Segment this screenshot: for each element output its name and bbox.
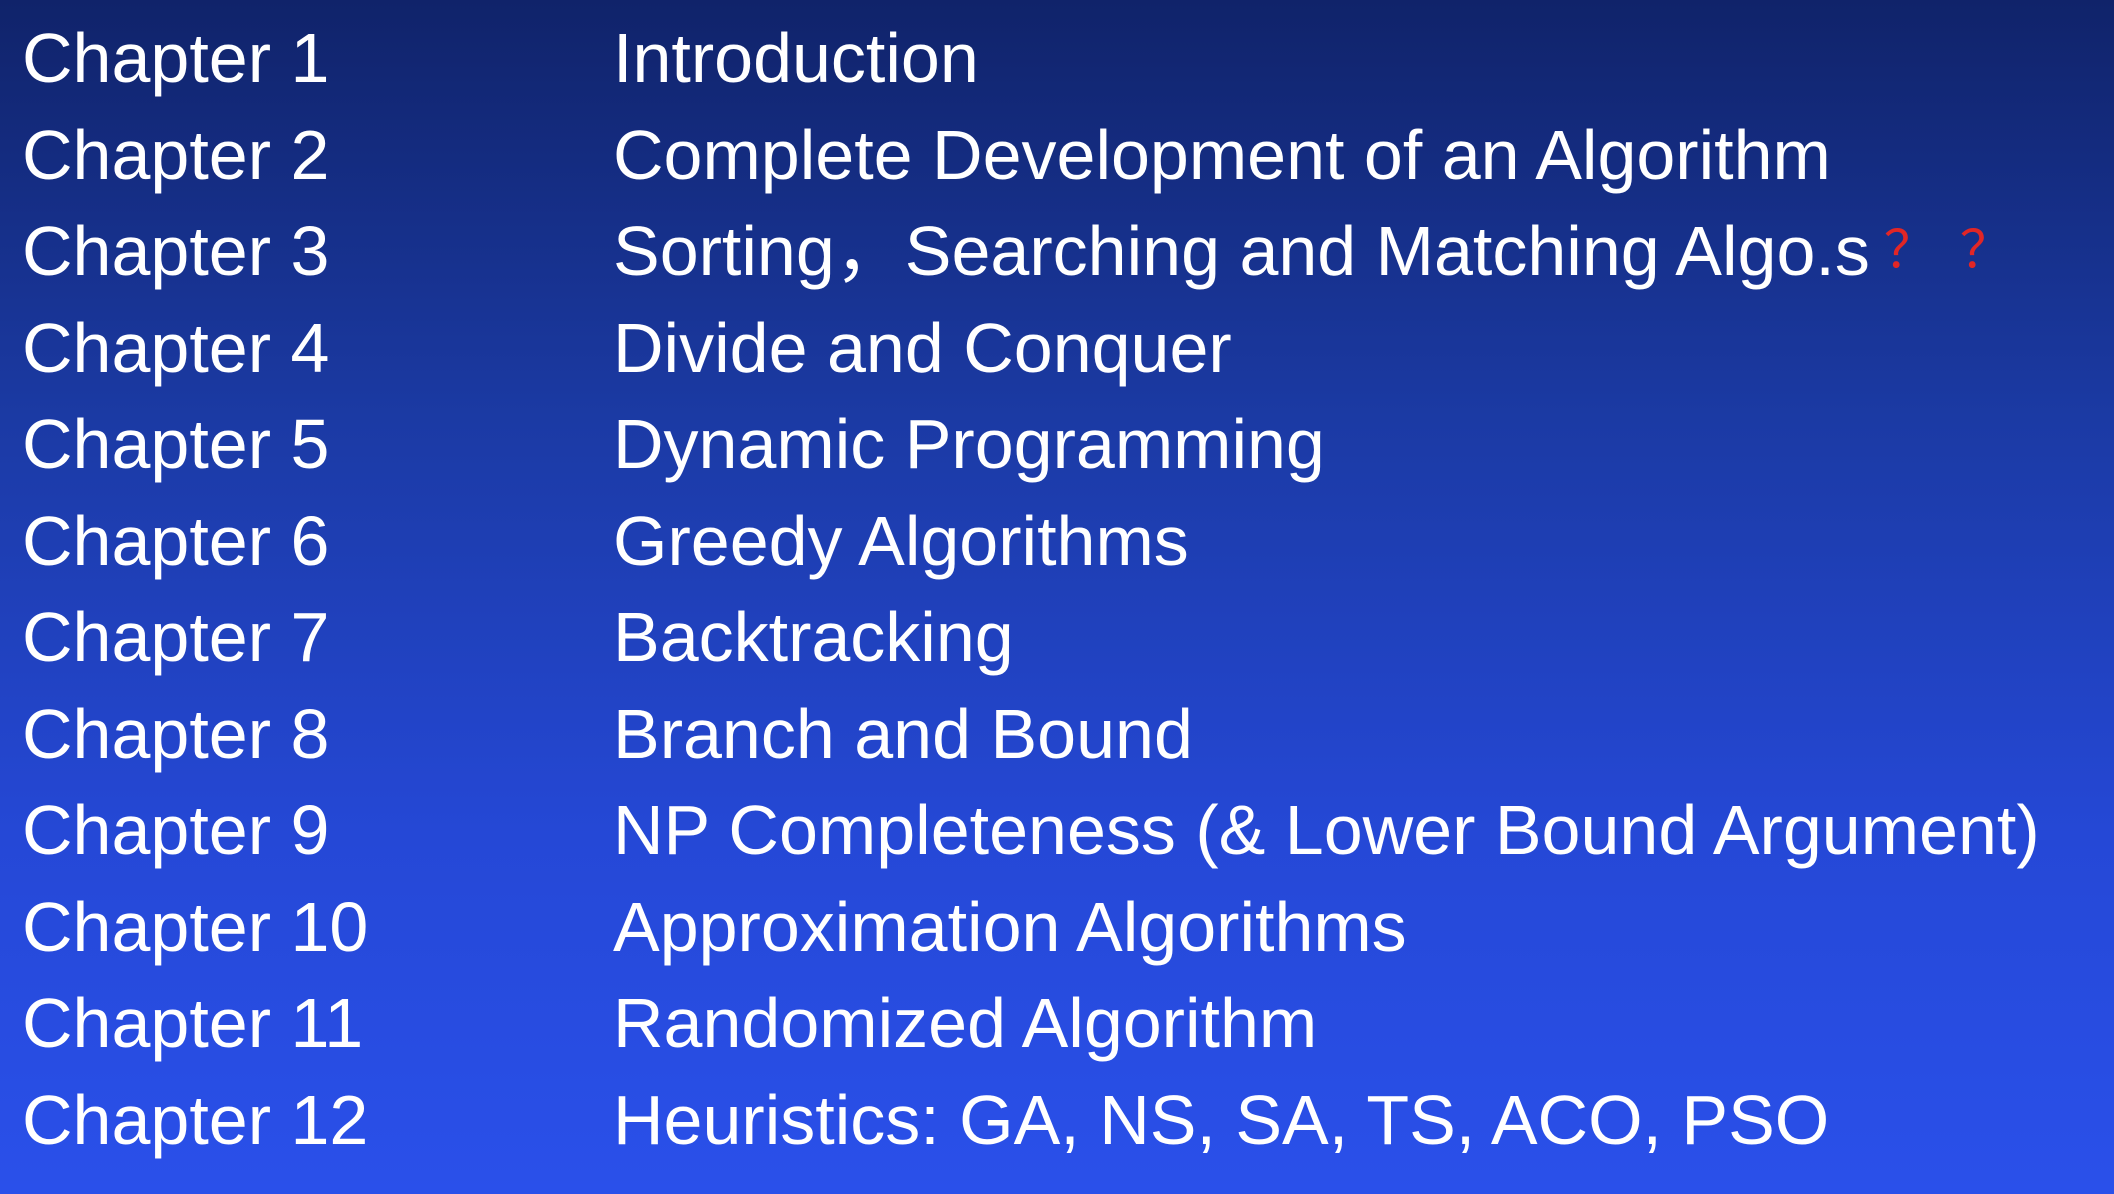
chapter-row-6: Chapter 6 Greedy Algorithms <box>22 493 2040 590</box>
chapter-title: Sorting，Searching and Matching Algo.s <box>613 212 1870 291</box>
chapter-title: Heuristics: GA, NS, SA, TS, ACO, PSO <box>613 1080 1830 1159</box>
chapter-row-5: Chapter 5 Dynamic Programming <box>22 396 2040 493</box>
chapter-number: Chapter 4 <box>22 308 330 387</box>
chapter-row-3: Chapter 3 Sorting，Searching and Matching… <box>22 203 2040 300</box>
chapter-number: Chapter 7 <box>22 598 330 677</box>
chapter-number: Chapter 6 <box>22 501 330 580</box>
question-marks-note: ？？ <box>1883 220 2036 281</box>
chapter-number: Chapter 1 <box>22 19 330 98</box>
chapter-number: Chapter 5 <box>22 405 330 484</box>
chapter-title: Randomized Algorithm <box>613 984 1318 1063</box>
chapter-title: Branch and Bound <box>613 694 1193 773</box>
chapter-row-2: Chapter 2 Complete Development of an Alg… <box>22 107 2040 204</box>
chapter-row-4: Chapter 4 Divide and Conquer <box>22 300 2040 397</box>
chapter-number: Chapter 9 <box>22 791 330 870</box>
chapter-title: Complete Development of an Algorithm <box>613 115 1831 194</box>
chapter-title: Dynamic Programming <box>613 405 1325 484</box>
chapter-title: Divide and Conquer <box>613 308 1232 387</box>
chapter-number: Chapter 8 <box>22 694 330 773</box>
chapter-row-7: Chapter 7 Backtracking <box>22 589 2040 686</box>
chapter-row-10: Chapter 10 Approximation Algorithms <box>22 879 2040 976</box>
chapter-number: Chapter 12 <box>22 1080 369 1159</box>
chapter-row-9: Chapter 9 NP Completeness (& Lower Bound… <box>22 782 2040 879</box>
chapter-row-8: Chapter 8 Branch and Bound <box>22 686 2040 783</box>
chapter-row-1: Chapter 1 Introduction <box>22 10 2040 107</box>
chapter-number: Chapter 11 <box>22 984 364 1063</box>
chapter-title: Approximation Algorithms <box>613 887 1407 966</box>
chapter-number: Chapter 2 <box>22 115 330 194</box>
chapter-title: Introduction <box>613 19 979 98</box>
chapter-row-12: Chapter 12 Heuristics: GA, NS, SA, TS, A… <box>22 1072 2040 1169</box>
chapter-list: Chapter 1 Introduction Chapter 2 Complet… <box>22 10 2040 1168</box>
chapter-number: Chapter 10 <box>22 887 369 966</box>
chapter-title: NP Completeness (& Lower Bound Argument) <box>613 791 2040 870</box>
chapter-row-11: Chapter 11 Randomized Algorithm <box>22 975 2040 1072</box>
chapter-number: Chapter 3 <box>22 212 330 291</box>
chapter-title: Greedy Algorithms <box>613 501 1189 580</box>
chapter-title: Backtracking <box>613 598 1014 677</box>
